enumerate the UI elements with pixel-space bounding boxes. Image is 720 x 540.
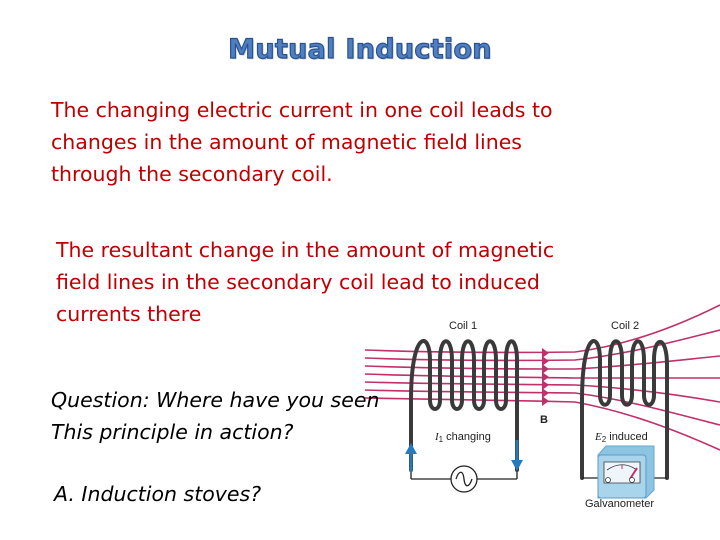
paragraph-line: field lines in the secondary coil lead t… [56, 270, 540, 294]
magnetic-field-lines [364, 304, 720, 451]
field-arrowheads [542, 348, 549, 406]
answer-text: A. Induction stoves? [54, 482, 262, 506]
paragraph-line: through the secondary coil. [51, 162, 333, 186]
paragraph-line: currents there [56, 302, 202, 326]
current-label: I1 changing [434, 431, 491, 444]
paragraph-line: The changing electric current in one coi… [51, 98, 553, 122]
coil-2 [580, 339, 669, 480]
coil-2-label: Coil 2 [611, 320, 639, 332]
paragraph-line: The resultant change in the amount of ma… [56, 238, 555, 262]
question-line: Question: Where have you seen [51, 388, 380, 412]
paragraph-changing-current: The changing electric current in one coi… [51, 94, 651, 190]
paragraph-line: changes in the amount of magnetic field … [51, 130, 522, 154]
galvanometer-icon [597, 445, 655, 499]
paragraph-resultant-change: The resultant change in the amount of ma… [56, 234, 656, 330]
question-text: Question: Where have you seen This princ… [51, 384, 451, 448]
coil-1-circuit [405, 440, 523, 493]
emf-label: E2 induced [594, 431, 648, 444]
field-b-label: B [540, 414, 548, 426]
slide-title: Mutual Induction [228, 33, 493, 65]
coil-1 [409, 339, 519, 472]
question-line: This principle in action? [51, 420, 294, 444]
coil-1-label: Coil 1 [449, 320, 477, 332]
galvanometer-label: Galvanometer [585, 498, 654, 510]
